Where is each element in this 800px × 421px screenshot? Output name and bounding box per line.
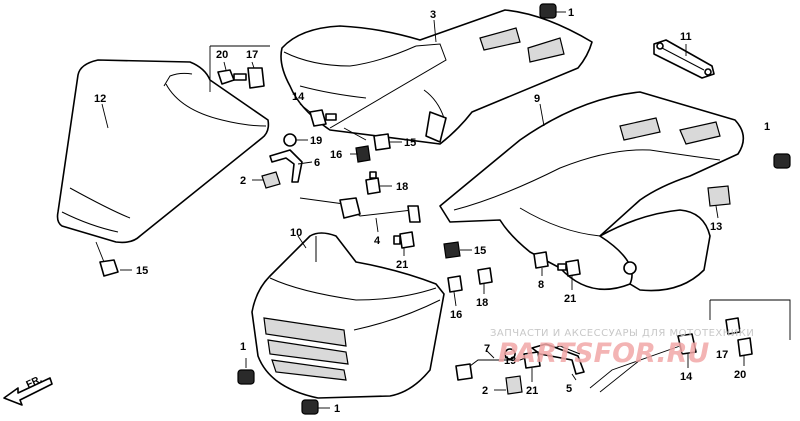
- callout-9: 9: [534, 93, 540, 105]
- part-18-bolt-center: [365, 171, 381, 195]
- callout-18-lower: 18: [476, 297, 488, 309]
- part-1-grommet-top: [539, 3, 557, 19]
- watermark-tagline: ЗАПЧАСТИ И АКСЕССУАРЫ ДЛЯ МОТОТЕХНИКИ: [490, 328, 754, 339]
- part-15-clip-center: [373, 133, 391, 151]
- callout-1-bottom: 1: [334, 403, 340, 415]
- callout-13: 13: [710, 221, 722, 233]
- callout-2-left: 2: [240, 175, 246, 187]
- part-20-bolt-right: [737, 337, 753, 357]
- part-21-bolt-center: [393, 231, 415, 249]
- part-21-bolt-right: [557, 259, 581, 277]
- callout-16-left: 16: [330, 149, 342, 161]
- part-18-bolt-lower: [477, 267, 493, 285]
- callout-14-left: 14: [292, 91, 305, 103]
- part-1-grommet-bottom: [301, 399, 319, 415]
- watermark-logo: PARTSFOR.RU: [498, 338, 709, 369]
- callout-12: 12: [94, 93, 106, 105]
- callout-16-lower: 16: [450, 309, 462, 321]
- callout-18-center: 18: [396, 181, 408, 193]
- part-1-grommet-right: [773, 153, 791, 169]
- callout-20-right: 20: [734, 369, 746, 381]
- part-7-wire-harness: [455, 345, 581, 381]
- callout-10: 10: [290, 227, 302, 239]
- part-10-tail-lamp-housing: [251, 232, 445, 399]
- callout-2-lower: 2: [482, 385, 488, 397]
- front-direction-arrow: [3, 377, 53, 406]
- part-15-clip-left: [99, 259, 119, 277]
- callout-1-top: 1: [568, 7, 574, 19]
- part-16-nut: [355, 145, 371, 163]
- callout-4: 4: [374, 235, 381, 247]
- part-6-stay: [269, 149, 303, 183]
- part-15-clip-right: [443, 241, 461, 259]
- callout-1-right: 1: [764, 121, 770, 133]
- part-16-nut-lower: [447, 275, 463, 293]
- part-11-stay-bracket: [653, 39, 715, 79]
- part-12-seat-cowl: [56, 59, 270, 244]
- callout-15-center: 15: [404, 137, 416, 149]
- callout-15-left: 15: [136, 265, 148, 277]
- part-2-grommet-left: [261, 171, 281, 189]
- callout-11: 11: [680, 31, 692, 43]
- part-2-grommet-lower: [505, 375, 523, 395]
- part-3-center-cowl: [280, 9, 593, 145]
- part-21-bolt-lower: [523, 351, 541, 369]
- callout-15-right: 15: [474, 245, 486, 257]
- callout-19-left: 19: [310, 135, 322, 147]
- callout-6: 6: [314, 157, 320, 169]
- part-8-grommet: [533, 251, 549, 269]
- part-5-stay-lower: [531, 343, 585, 375]
- callout-14-right: 14: [680, 371, 693, 383]
- part-20-17-group-top: [209, 45, 270, 92]
- callout-21-center: 21: [396, 259, 408, 271]
- part-9-rear-cowl-right: [439, 91, 745, 292]
- part-19-nut-left: [283, 133, 297, 147]
- callout-8: 8: [538, 279, 544, 291]
- callout-21-lower: 21: [526, 385, 538, 397]
- callout-7: 7: [484, 343, 490, 355]
- part-17-collar-right: [725, 317, 741, 335]
- part-19-nut-lower: [504, 348, 516, 360]
- callout-17-top: 17: [246, 49, 258, 61]
- part-14-bolt-right: [677, 333, 697, 355]
- part-4-wire-harness: [299, 197, 421, 223]
- callout-17-right: 17: [716, 349, 728, 361]
- callout-19-lower: 19: [504, 355, 516, 367]
- callout-20-top: 20: [216, 49, 228, 61]
- part-1-grommet-lower-left: [237, 369, 255, 385]
- callout-21-right: 21: [564, 293, 576, 305]
- callout-1-lower-left: 1: [240, 341, 246, 353]
- part-13-label: [707, 185, 731, 207]
- callout-5: 5: [566, 383, 572, 395]
- part-14-bolt-left: [309, 109, 337, 127]
- callout-3: 3: [430, 9, 436, 21]
